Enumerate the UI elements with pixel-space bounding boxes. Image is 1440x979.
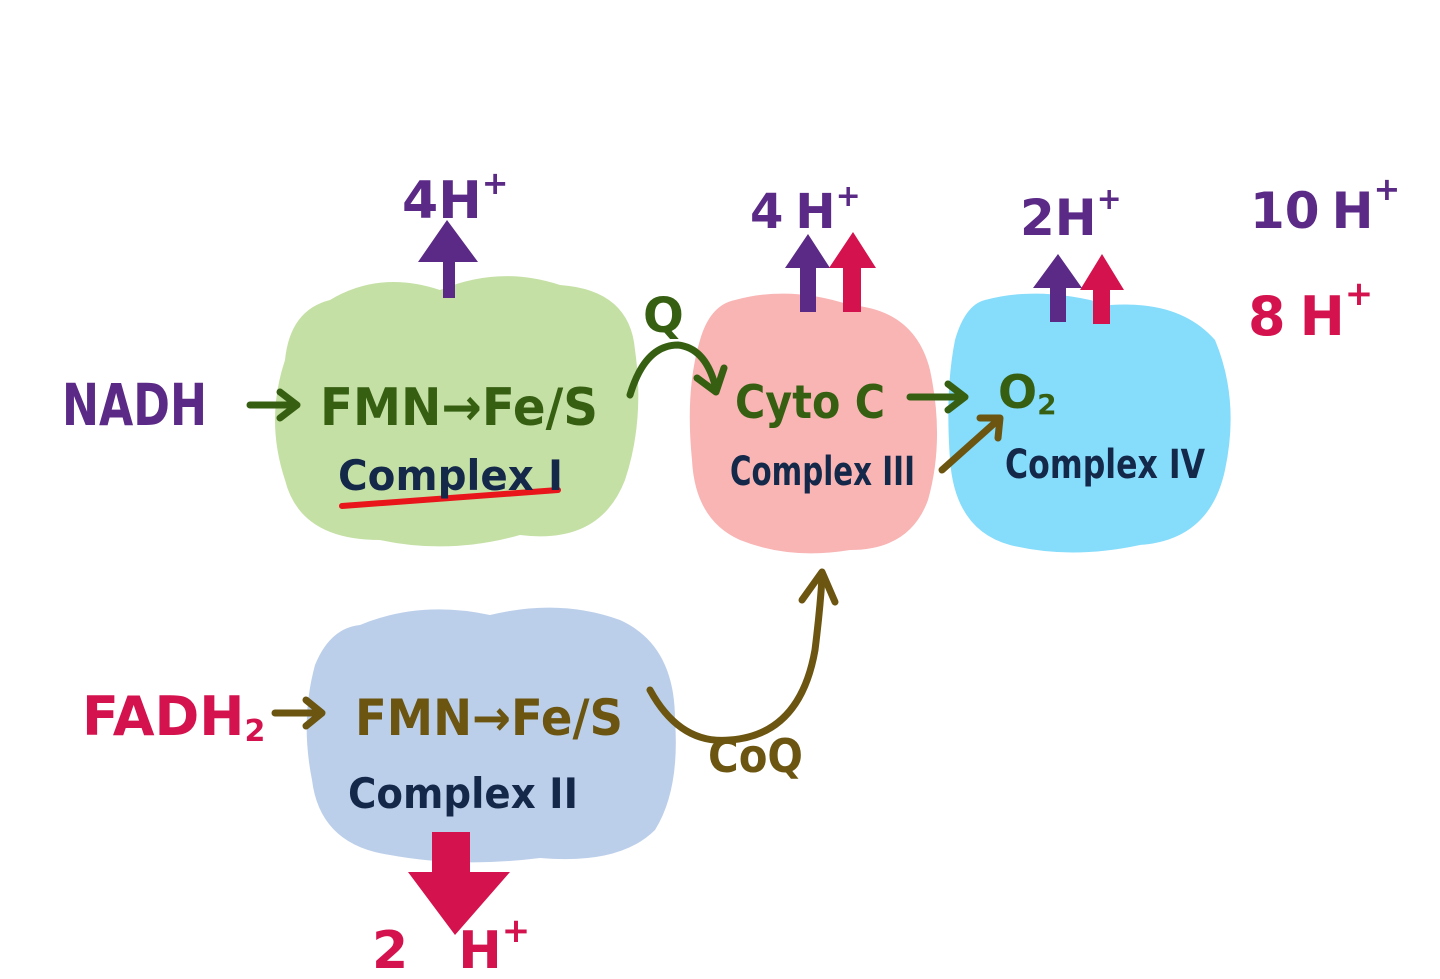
- nadh-to-complex-i-arrow: [246, 388, 301, 422]
- complex-iii-proton-arrow-purple: [785, 234, 830, 312]
- fadh2-label: FADH2: [82, 685, 265, 749]
- complex-ii-chain: FMN→Fe/S: [355, 689, 623, 747]
- complex-i-proton-arrow: [418, 220, 478, 298]
- complex-i-blob: [275, 276, 639, 547]
- fadh2-main: FADH: [82, 685, 245, 748]
- cyto-c-label: Cyto C: [735, 375, 885, 429]
- o2-label: O2: [998, 365, 1057, 421]
- complex-iii-to-o2-arrow: [938, 414, 1004, 474]
- cyto-c-to-o2-arrow: [906, 380, 969, 414]
- complex-ii-blob: [306, 607, 676, 863]
- fadh2-subscript: 2: [245, 714, 266, 749]
- coq-curve-arrow: [646, 568, 839, 744]
- complex-i-underline: [339, 487, 561, 509]
- complex-iii-proton-arrow-magenta: [829, 232, 876, 312]
- o2-subscript: 2: [1037, 388, 1056, 421]
- complex-iv-proton-count: 2H+: [1020, 182, 1122, 247]
- complex-i-proton-count: 4H+: [402, 164, 509, 231]
- q-arc-arrow: [626, 341, 728, 399]
- complex-iv-proton-arrow-magenta: [1080, 254, 1124, 324]
- o2-main: O: [998, 365, 1037, 419]
- coq-label: CoQ: [708, 729, 803, 783]
- complex-i-label: Complex I: [338, 451, 563, 500]
- complex-iii-label: Complex III: [730, 449, 915, 495]
- q-label: Q: [643, 288, 684, 344]
- complex-iii-blob: [689, 293, 938, 554]
- complex-i-chain: FMN→Fe/S: [320, 378, 598, 438]
- complex-ii-label: Complex II: [348, 769, 578, 818]
- fadh2-to-complex-ii-arrow: [271, 696, 326, 730]
- complex-iv-blob: [948, 293, 1231, 553]
- nadh-label: NADH: [62, 371, 207, 439]
- complex-iv-proton-arrow-purple: [1033, 254, 1082, 322]
- complex-iv-label: Complex IV: [1005, 442, 1205, 488]
- complex-ii-proton-arrow: [408, 832, 510, 935]
